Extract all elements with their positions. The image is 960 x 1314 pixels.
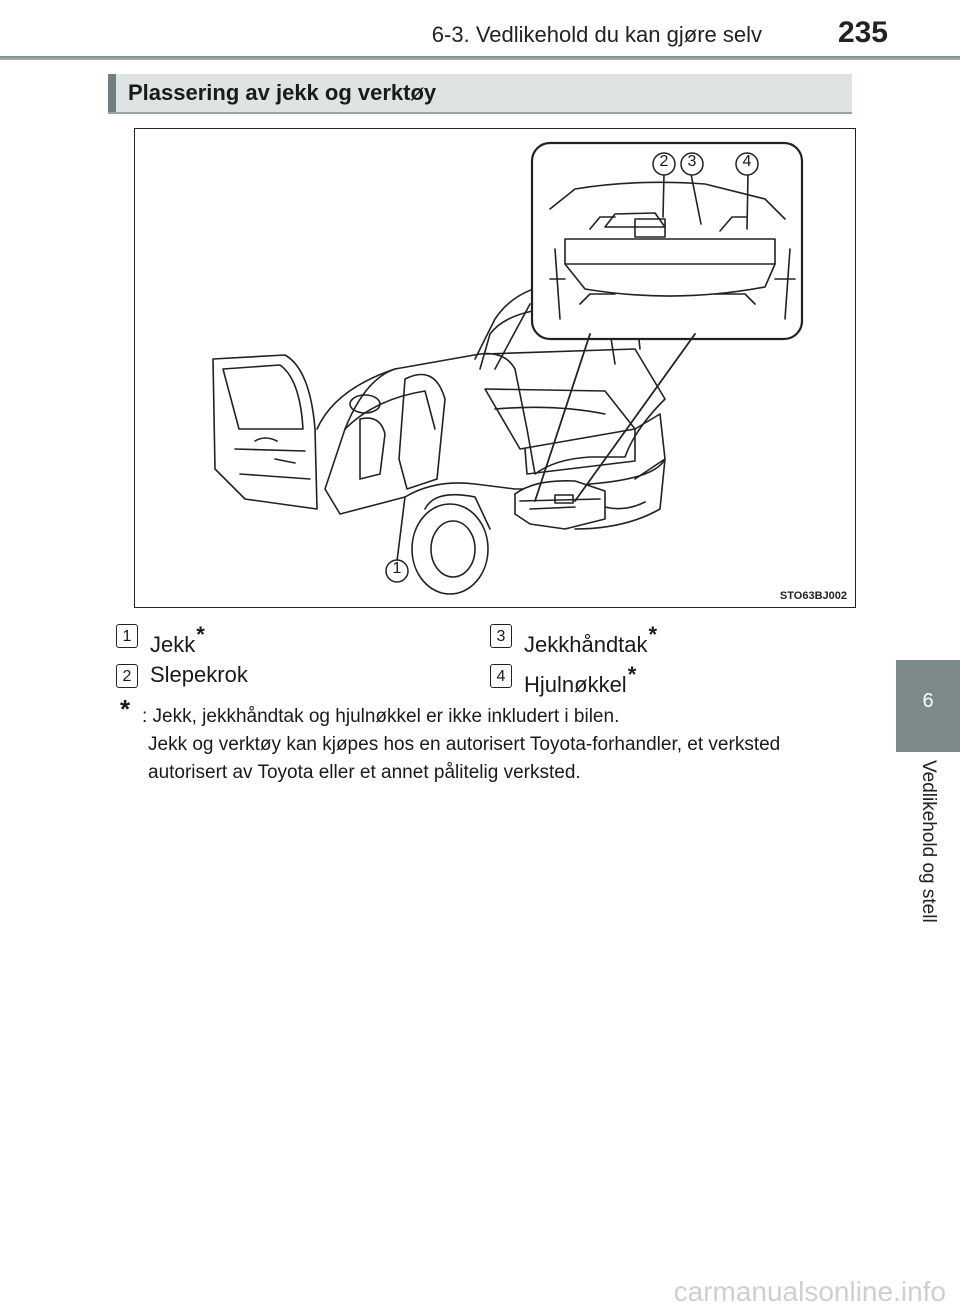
legend-label: Slepekrok: [150, 662, 248, 687]
asterisk: *: [196, 622, 205, 647]
callout-circle-4: [735, 152, 759, 176]
chapter-number: 6: [922, 690, 934, 712]
legend-label: Jekkhåndtak: [524, 632, 648, 657]
callout-circle-2: [652, 152, 676, 176]
asterisk: *: [627, 662, 637, 687]
legend-item-4: 4 Hjulnøkkel*: [490, 662, 636, 698]
callout-label-3: 3: [687, 153, 697, 170]
legend-number-box: 3: [490, 624, 512, 648]
legend-item-1: 1 Jekk*: [116, 622, 205, 658]
legend-number-box: 1: [116, 624, 138, 648]
callout-label-1: 1: [392, 560, 402, 577]
footnote-line-3: autorisert av Toyota eller et annet påli…: [148, 762, 581, 783]
callout-label-2: 2: [659, 153, 669, 170]
legend-item-2: 2 Slepekrok: [116, 662, 248, 688]
asterisk: *: [648, 622, 658, 647]
chapter-side-label: Vedlikehold og stell: [899, 760, 955, 950]
header-rule: [0, 56, 960, 60]
footnote-asterisk: *: [120, 694, 131, 724]
page-number: 235: [837, 16, 888, 49]
footnote-line-1: : Jekk, jekkhåndtak og hjulnøkkel er ikk…: [142, 706, 620, 727]
callout-circle-3: [680, 152, 704, 176]
chapter-label: Vedlikehold og stell: [918, 760, 939, 923]
figure-code: STO63BJ002: [779, 590, 847, 602]
callout-circle-1: [385, 559, 409, 583]
callout-label-4: 4: [742, 153, 752, 170]
section-title: Plassering av jekk og verktøy: [128, 80, 437, 105]
section-heading: Plassering av jekk og verktøy: [108, 74, 852, 114]
chapter-side-tab: 6: [896, 660, 960, 752]
car-illustration: [212, 141, 804, 595]
footnote-line-2: Jekk og verktøy kan kjøpes hos en autori…: [148, 734, 781, 755]
legend-label: Hjulnøkkel: [524, 672, 627, 697]
chapter-title: 6-3. Vedlikehold du kan gjøre selv: [431, 22, 762, 47]
watermark: carmanualsonline.info: [673, 1276, 946, 1307]
legend-item-3: 3 Jekkhåndtak*: [490, 622, 657, 658]
car-illustration-figure: 2 3 4 1 STO63BJ002: [134, 128, 856, 608]
legend-number-box: 2: [116, 664, 138, 688]
legend-label: Jekk: [150, 632, 196, 657]
legend-number-box: 4: [490, 664, 512, 688]
section-accent: [108, 74, 116, 112]
